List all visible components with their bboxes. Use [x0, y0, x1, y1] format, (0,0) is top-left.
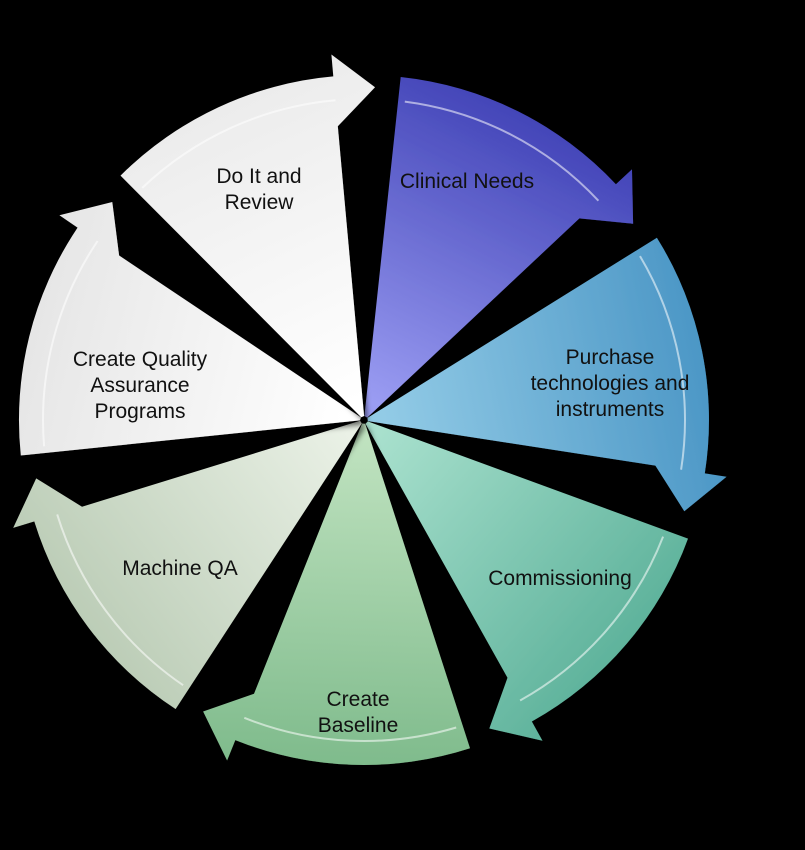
segment-wedge: [365, 421, 688, 741]
segment-label-line: instruments: [556, 398, 665, 421]
segment-label: Commissioning: [488, 567, 632, 590]
segment-wedge: [18, 202, 361, 456]
segment-label-line: technologies and: [531, 372, 690, 395]
segment-label: Machine QA: [122, 557, 238, 580]
segment-rim-highlight: [243, 716, 457, 742]
segment-rim-highlight: [404, 100, 600, 202]
cycle-segment: Machine QA: [13, 420, 362, 709]
cycle-segment: Commissioning: [365, 421, 688, 741]
segment-wedge: [367, 237, 727, 512]
segment-wedge: [364, 77, 634, 418]
segment-rim-highlight: [56, 514, 184, 687]
segment-label-line: Create: [326, 688, 389, 711]
segment-rim-highlight: [639, 255, 686, 470]
segment-wedge: [13, 420, 362, 709]
cycle-segment: Purchase technologies and instruments: [367, 237, 727, 512]
segment-label-line: Do It and: [216, 165, 301, 188]
segment-label-line: Baseline: [318, 714, 399, 737]
segment-label-line: Purchase: [566, 346, 655, 369]
segment-rim-highlight: [519, 536, 665, 702]
segment-label: Purchase technologies and instruments: [531, 346, 690, 421]
cycle-segment: Clinical Needs: [364, 77, 634, 418]
segment-label-line: Assurance: [90, 374, 189, 397]
segment-label-line: Commissioning: [488, 567, 632, 590]
segment-label-line: Programs: [94, 400, 185, 423]
segment-label-line: Clinical Needs: [400, 170, 534, 193]
segment-label: Clinical Needs: [400, 170, 534, 193]
segment-label-line: Machine QA: [122, 557, 238, 580]
segment-wedge: [203, 423, 470, 765]
segment-label-line: Review: [225, 191, 295, 214]
segment-label-line: Create Quality: [73, 348, 208, 371]
segment-rim-highlight: [42, 240, 99, 447]
segment-wedge: [120, 54, 375, 418]
segment-rim-highlight: [141, 99, 336, 189]
